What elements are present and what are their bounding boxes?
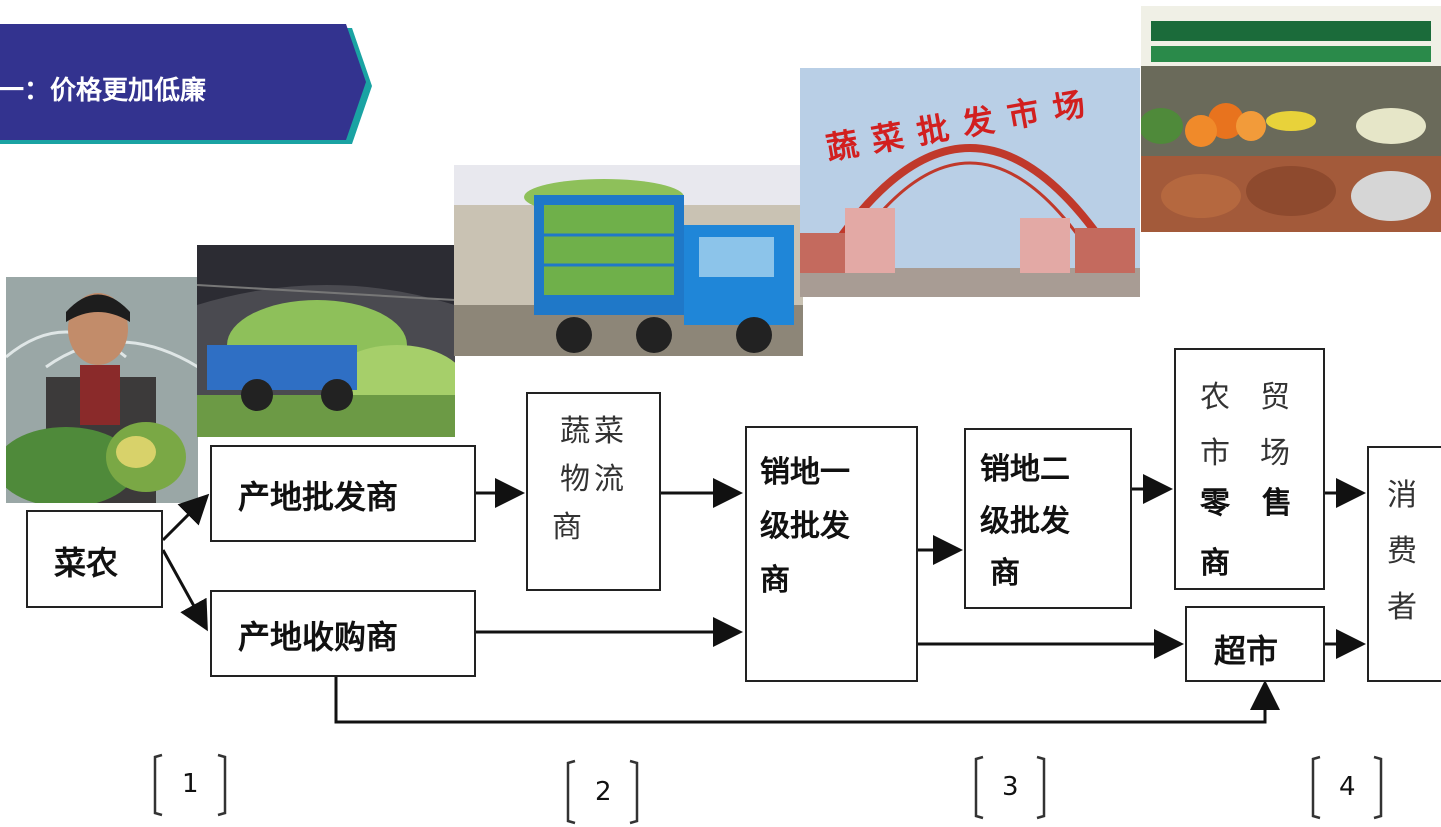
- farmer-label: 菜农: [54, 544, 119, 582]
- banner-title: 势一：价格更加低廉: [0, 76, 207, 106]
- secondary-wholesaler-box: [964, 428, 1132, 609]
- stage-2-bracket: [566, 759, 639, 825]
- logistics-truck-photo: [454, 165, 803, 356]
- origin-purchaser-box: [210, 590, 476, 677]
- farmer-photo: [6, 277, 198, 503]
- supermarket-label: 超市: [1214, 632, 1279, 670]
- origin-wholesaler-box: [210, 445, 476, 542]
- arrow-farmer-to-origin-purchaser: [161, 549, 208, 632]
- origin-wholesaler-label: 产地批发商: [238, 478, 399, 516]
- consumer-label: 消费者: [1387, 478, 1417, 625]
- stage-4-number: 4: [1339, 772, 1356, 802]
- logistics-label: 蔬菜物流商: [552, 414, 628, 545]
- stage-2-number: 2: [595, 777, 612, 807]
- wholesale-market-gate-photo: 蔬菜批发市场: [800, 68, 1140, 297]
- consumer-box: [1367, 446, 1441, 682]
- farmers-market-box: [1174, 348, 1325, 590]
- arrow-farmer-to-origin-wholesaler: [161, 493, 210, 542]
- title-banner: [0, 24, 372, 144]
- stage-3-bracket: [974, 755, 1046, 820]
- stage-3-number: 3: [1002, 772, 1019, 802]
- logistics-box: [526, 392, 661, 591]
- arrow-purchaser-to-supermarket: [334, 677, 1280, 724]
- primary-wholesaler-label: 销地一级批发商: [760, 455, 850, 598]
- primary-wholesaler-box: [745, 426, 918, 682]
- stage-1-number: 1: [182, 769, 199, 799]
- produce-stall-photo: [1141, 6, 1441, 232]
- cabbage-pile-photo: [197, 245, 455, 437]
- supermarket-box: [1185, 606, 1325, 682]
- secondary-wholesaler-label: 销地二级批发商: [980, 452, 1070, 591]
- stage-4-bracket: [1311, 755, 1383, 820]
- origin-purchaser-label: 产地收购商: [238, 618, 399, 656]
- stage-1-bracket: [153, 753, 227, 817]
- farmer-box: [26, 510, 163, 608]
